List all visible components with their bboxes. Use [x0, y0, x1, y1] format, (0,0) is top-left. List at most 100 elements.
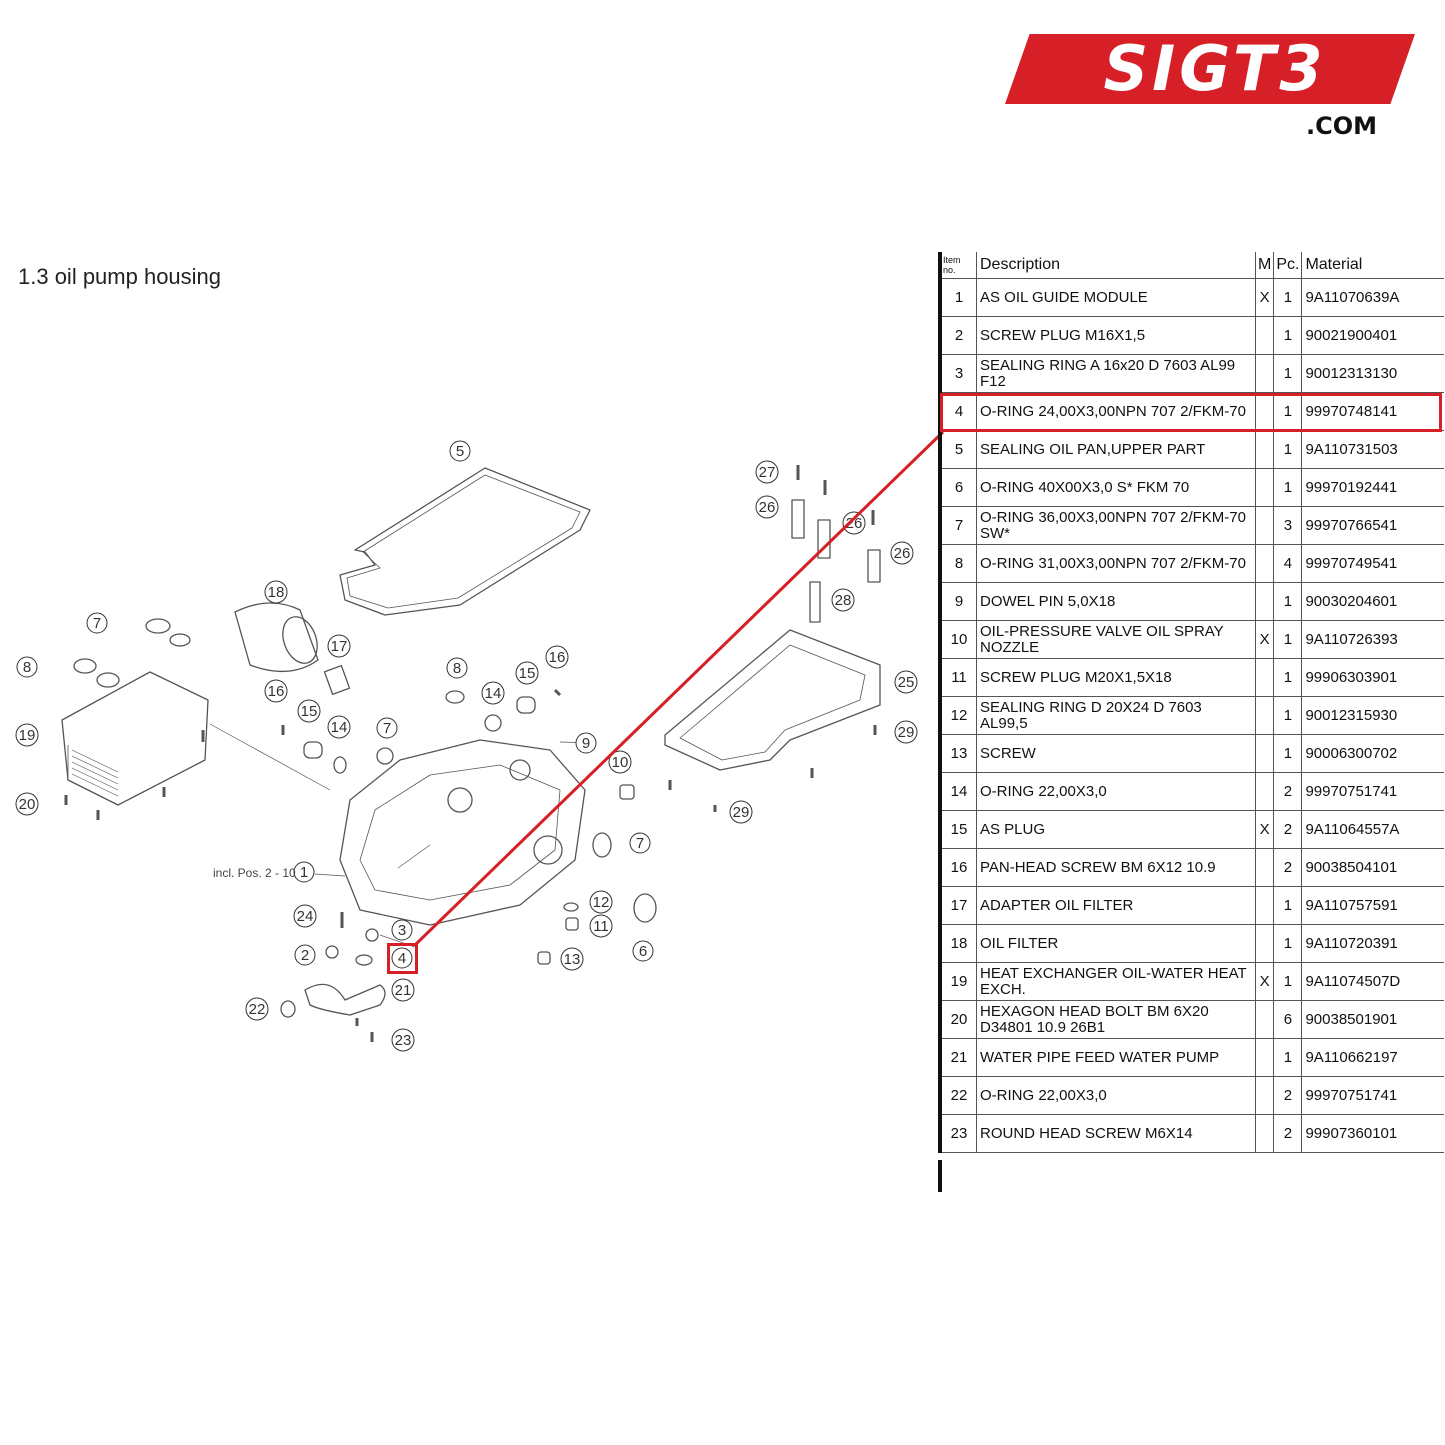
cell-pc: 1	[1273, 734, 1303, 773]
cell-description: OIL-PRESSURE VALVE OIL SPRAY NOZZLE	[976, 620, 1256, 659]
callout-bubble: 6	[632, 940, 654, 962]
callout-bubble: 24	[293, 904, 317, 928]
callout-bubble: 1	[293, 861, 315, 883]
callout-bubble: 7	[376, 717, 398, 739]
callout-bubble: 23	[391, 1028, 415, 1052]
callout-bubble: 26	[755, 495, 779, 519]
callout-bubble: 8	[446, 657, 468, 679]
col-header-item: Item no.	[938, 252, 977, 279]
svg-text:26: 26	[894, 545, 911, 562]
cell-item: 4	[938, 392, 977, 431]
cell-m	[1255, 1038, 1275, 1077]
svg-text:16: 16	[549, 649, 566, 666]
cell-item: 14	[938, 772, 977, 811]
cell-pc: 1	[1273, 696, 1303, 735]
cell-description: O-RING 24,00X3,00NPN 707 2/FKM-70	[976, 392, 1256, 431]
cell-material: 9A110726393	[1301, 620, 1445, 659]
svg-text:21: 21	[395, 982, 412, 999]
cell-material: 90030204601	[1301, 582, 1445, 621]
callout-bubble: 14	[327, 715, 351, 739]
cell-description: HEAT EXCHANGER OIL-WATER HEAT EXCH.	[976, 962, 1256, 1001]
callout-bubble: 29	[729, 800, 753, 824]
svg-text:6: 6	[639, 943, 647, 960]
svg-text:28: 28	[835, 592, 852, 609]
callout-bubble: 19	[15, 723, 39, 747]
cell-pc: 3	[1273, 506, 1303, 545]
cell-item: 8	[938, 544, 977, 583]
cell-pc: 1	[1273, 278, 1303, 317]
cell-material: 90012313130	[1301, 354, 1445, 393]
svg-text:3: 3	[398, 922, 406, 939]
callout-bubble: 18	[264, 580, 288, 604]
cell-pc: 2	[1273, 848, 1303, 887]
callout-bubble: 2	[294, 944, 316, 966]
gasket-shape	[339, 467, 591, 616]
cell-item: 12	[938, 696, 977, 735]
cell-m: X	[1255, 810, 1275, 849]
cell-pc: 1	[1273, 430, 1303, 469]
cell-pc: 1	[1273, 392, 1303, 431]
cell-m	[1255, 772, 1275, 811]
callout-bubble: 8	[16, 656, 38, 678]
svg-text:4: 4	[398, 950, 406, 967]
svg-text:19: 19	[19, 727, 36, 744]
cell-description: HEXAGON HEAD BOLT BM 6X20 D34801 10.9 26…	[976, 1000, 1256, 1039]
svg-text:20: 20	[19, 796, 36, 813]
cell-pc: 1	[1273, 1038, 1303, 1077]
cell-m	[1255, 582, 1275, 621]
callout-bubble: 16	[545, 645, 569, 669]
svg-text:9: 9	[582, 735, 590, 752]
table-header-row: Item no. Description M Pc. Material	[938, 252, 1445, 279]
svg-text:1: 1	[300, 864, 308, 881]
callout-bubble: 26	[890, 541, 914, 565]
callout-bubble: 26	[842, 511, 866, 535]
brand-logo[interactable]: SIGT3 .COM	[1005, 34, 1415, 144]
cell-description: OIL FILTER	[976, 924, 1256, 963]
cell-item: 18	[938, 924, 977, 963]
svg-text:15: 15	[519, 665, 536, 682]
cell-pc: 2	[1273, 772, 1303, 811]
cell-item: 17	[938, 886, 977, 925]
svg-text:22: 22	[249, 1001, 266, 1018]
callout-bubble: 15	[297, 699, 321, 723]
cell-material: 9A110720391	[1301, 924, 1445, 963]
callout-bubble: 21	[391, 978, 415, 1002]
oil-pump-housing-shape	[339, 739, 586, 926]
callout-bubble: 14	[481, 681, 505, 705]
svg-text:27: 27	[759, 464, 776, 481]
section-title: 1.3 oil pump housing	[18, 264, 222, 289]
cell-item: 23	[938, 1114, 977, 1153]
svg-text:18: 18	[268, 584, 285, 601]
svg-text:8: 8	[23, 659, 31, 676]
svg-text:14: 14	[485, 685, 502, 702]
cell-description: O-RING 22,00X3,0	[976, 772, 1256, 811]
cell-description: ADAPTER OIL FILTER	[976, 886, 1256, 925]
cell-pc: 2	[1273, 1114, 1303, 1153]
cell-material: 90006300702	[1301, 734, 1445, 773]
svg-text:15: 15	[301, 703, 318, 720]
cell-m	[1255, 544, 1275, 583]
